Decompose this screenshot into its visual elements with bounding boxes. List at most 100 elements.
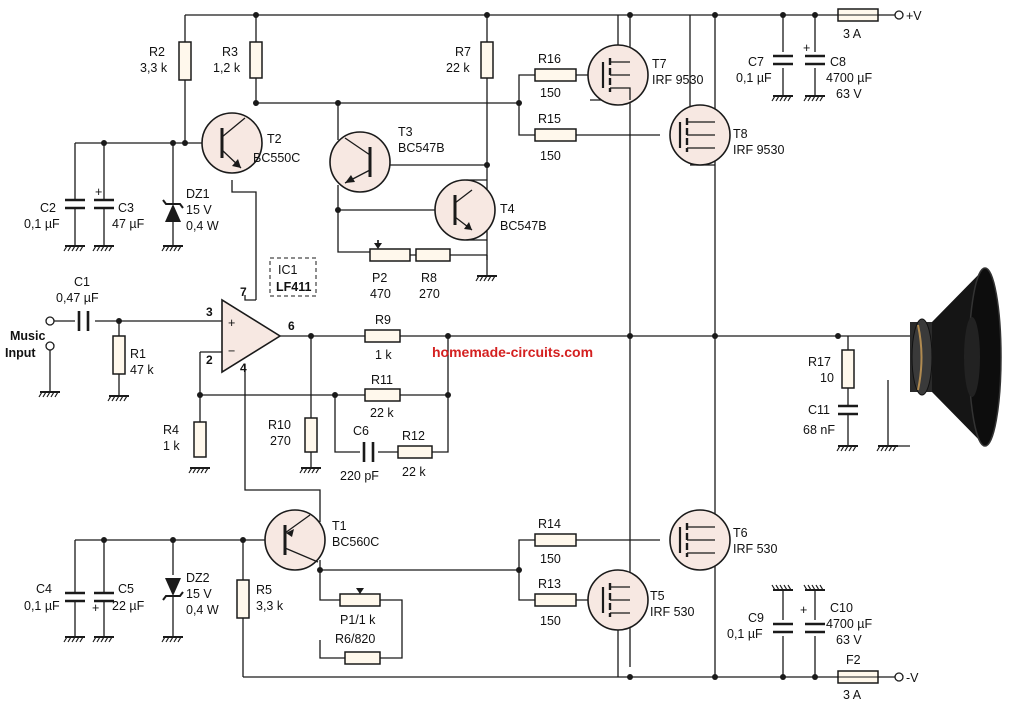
r4-value: 1 k — [163, 439, 180, 453]
ic1-minus: − — [228, 344, 235, 358]
f1-value: 3 A — [843, 27, 862, 41]
r15-value: 150 — [540, 149, 561, 163]
r1-value: 47 k — [130, 363, 154, 377]
r17-ref: R17 — [808, 355, 831, 369]
resistor-r5 — [236, 579, 250, 619]
c1-ref: C1 — [74, 275, 90, 289]
c4-value: 0,1 µF — [24, 599, 60, 613]
opamp-ic1 — [221, 257, 317, 374]
ic1-ref: IC1 — [278, 263, 298, 277]
zener-dz2 — [165, 578, 181, 596]
c5-polarity: + — [92, 601, 99, 615]
c5-ref: C5 — [118, 582, 134, 596]
ground-symbols — [38, 95, 899, 643]
resistors — [112, 41, 855, 665]
ic1-label-box — [269, 257, 317, 297]
c8-polarity: + — [803, 41, 810, 55]
resistor-r14 — [534, 533, 577, 547]
resistor-r3 — [249, 41, 263, 79]
r2-value: 3,3 k — [140, 61, 168, 75]
t3-ref: T3 — [398, 125, 413, 139]
c6-ref: C6 — [353, 424, 369, 438]
c8-value: 4700 µF — [826, 71, 872, 85]
t2-part: BC550C — [253, 151, 300, 165]
pot-p2 — [369, 248, 411, 262]
c1-value: 0,47 µF — [56, 291, 99, 305]
negative-rail-label: -V — [906, 671, 919, 685]
dz2-ref: DZ2 — [186, 571, 210, 585]
r1-ref: R1 — [130, 347, 146, 361]
c8-ref: C8 — [830, 55, 846, 69]
t8-part: IRF 9530 — [733, 143, 784, 157]
r10-ref: R10 — [268, 418, 291, 432]
dz2-power: 0,4 W — [186, 603, 219, 617]
t5-ref: T5 — [650, 589, 665, 603]
r16-ref: R16 — [538, 52, 561, 66]
resistor-r6 — [344, 651, 381, 665]
r4-ref: R4 — [163, 423, 179, 437]
resistor-r4 — [193, 421, 207, 458]
resistor-r10 — [304, 417, 318, 453]
t4-part: BC547B — [500, 219, 547, 233]
dz2-voltage: 15 V — [186, 587, 212, 601]
resistor-r9 — [364, 329, 401, 343]
c2-value: 0,1 µF — [24, 217, 60, 231]
r6-ref: R6/820 — [335, 632, 375, 646]
t8-ref: T8 — [733, 127, 748, 141]
music-label: Music — [10, 329, 45, 343]
c9-value: 0,1 µF — [727, 627, 763, 641]
r12-value: 22 k — [402, 465, 426, 479]
ic1-pin-3: 3 — [206, 305, 213, 319]
t3-part: BC547B — [398, 141, 445, 155]
r5-ref: R5 — [256, 583, 272, 597]
c4-ref: C4 — [36, 582, 52, 596]
r8-value: 270 — [419, 287, 440, 301]
p2-ref: P2 — [372, 271, 387, 285]
ic1-pin-4: 4 — [240, 361, 247, 375]
transistor-t4 — [434, 179, 496, 241]
r12-ref: R12 — [402, 429, 425, 443]
p1-ref: P1/1 k — [340, 613, 376, 627]
c7-value: 0,1 µF — [736, 71, 772, 85]
dz1-power: 0,4 W — [186, 219, 219, 233]
input-terminals — [45, 316, 55, 351]
c9-ref: C9 — [748, 611, 764, 625]
ic1-pin-6: 6 — [288, 319, 295, 333]
t4-ref: T4 — [500, 202, 515, 216]
speaker-icon — [910, 267, 1002, 447]
r8-ref: R8 — [421, 271, 437, 285]
negative-terminal — [894, 672, 904, 682]
r14-ref: R14 — [538, 517, 561, 531]
r3-ref: R3 — [222, 45, 238, 59]
r13-ref: R13 — [538, 577, 561, 591]
resistor-r12 — [397, 445, 433, 459]
pot-p1 — [339, 593, 381, 607]
t1-part: BC560C — [332, 535, 379, 549]
c3-ref: C3 — [118, 201, 134, 215]
t5-part: IRF 530 — [650, 605, 695, 619]
input-label: Input — [5, 346, 36, 360]
c11-value: 68 nF — [803, 423, 835, 437]
c6-value: 220 pF — [340, 469, 379, 483]
resistor-r13 — [534, 593, 577, 607]
r17-value: 10 — [820, 371, 834, 385]
ic1-plus: + — [228, 316, 235, 330]
c10-polarity: + — [800, 603, 807, 617]
r11-ref: R11 — [371, 373, 393, 387]
mosfet-transistors — [587, 44, 731, 631]
resistor-r1 — [112, 335, 126, 375]
t7-ref: T7 — [652, 57, 667, 71]
resistor-r15 — [534, 128, 577, 142]
r14-value: 150 — [540, 552, 561, 566]
zeners — [162, 178, 184, 614]
c7-ref: C7 — [748, 55, 764, 69]
r2-ref: R2 — [149, 45, 165, 59]
t7-part: IRF 9530 — [652, 73, 703, 87]
t1-ref: T1 — [332, 519, 347, 533]
c2-ref: C2 — [40, 201, 56, 215]
r9-ref: R9 — [375, 313, 391, 327]
resistor-r8 — [415, 248, 451, 262]
r9-value: 1 k — [375, 348, 392, 362]
